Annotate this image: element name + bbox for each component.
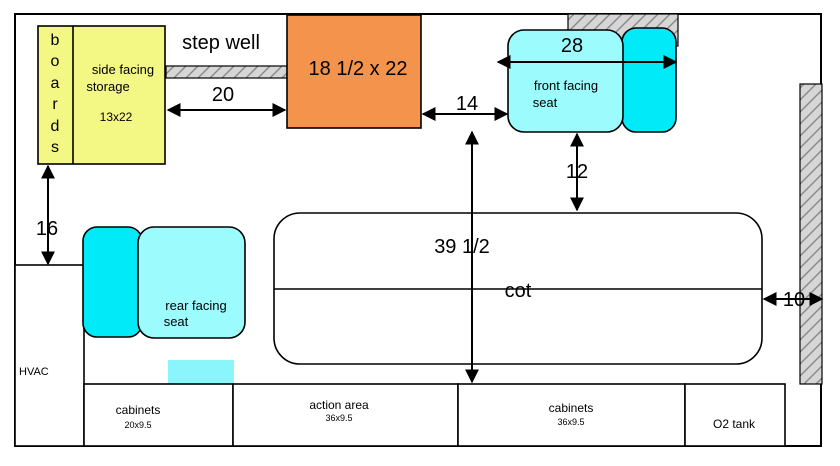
rear-seat-label-line2: seat [164, 314, 189, 329]
boards-letter: o [51, 53, 60, 70]
hvac-unit [14, 264, 85, 447]
right-wall-hatch-strip [799, 83, 823, 385]
cabinets-right-label: cabinets [549, 401, 594, 415]
dimension-label-14: 14 [456, 93, 478, 115]
side-storage-size: 13x22 [100, 110, 133, 124]
rear-seat-cushion [137, 226, 246, 339]
side-storage-label-line2: storage [86, 79, 129, 94]
step-block-size-label: 18 1/2 x 22 [309, 58, 408, 80]
hvac-label: HVAC [19, 366, 49, 378]
o2-tank-label: O2 tank [713, 417, 756, 431]
step-well-label: step well [182, 32, 260, 54]
dimension-label-10: 10 [783, 289, 805, 311]
front-seat-label-line1: front facing [534, 78, 598, 93]
action-area-label: action area [309, 398, 369, 412]
cabinets-left-size: 20x9.5 [124, 420, 151, 430]
side-storage-label-line1: side facing [92, 62, 154, 77]
cot-label: cot [505, 280, 532, 302]
boards-letter: b [51, 32, 60, 49]
action-area-size: 36x9.5 [325, 413, 352, 423]
rear-seat-back [82, 226, 143, 338]
boards-letter: s [51, 139, 59, 156]
boards-storage-block [37, 25, 166, 165]
dimension-label-16: 16 [36, 218, 58, 240]
dimension-label-28: 28 [561, 35, 583, 57]
front-seat-label-line2: seat [533, 95, 558, 110]
boards-letter: d [51, 118, 60, 135]
front-seat-back [621, 27, 677, 133]
dimension-label-20: 20 [212, 84, 234, 106]
cabinets-right-size: 36x9.5 [557, 417, 584, 427]
action-area [232, 383, 459, 447]
boards-letter: r [52, 96, 58, 113]
dimension-label-39-half: 39 1/2 [434, 236, 490, 258]
cabinets-left-label: cabinets [116, 403, 161, 417]
small-cyan-block [168, 360, 234, 384]
o2-tank [684, 383, 786, 447]
rear-seat-label-line1: rear facing [165, 298, 226, 313]
dimension-label-12: 12 [566, 161, 588, 183]
step-well-block [286, 14, 422, 129]
cabinets-right [457, 383, 686, 447]
boards-letter: a [51, 75, 60, 92]
step-well-hatch-strip [165, 65, 288, 79]
cabinets-left [83, 383, 234, 447]
